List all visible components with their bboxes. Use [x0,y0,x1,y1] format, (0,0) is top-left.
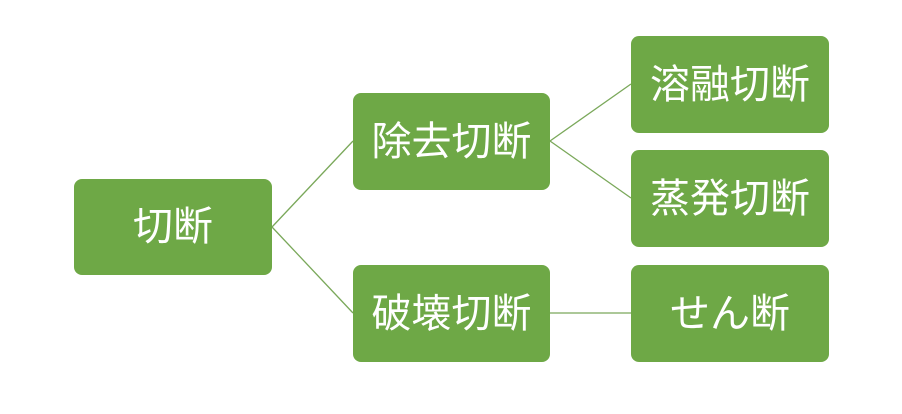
connector-removal-evaporation [549,140,632,199]
node-label: 破壊切断 [371,290,532,337]
node-destructive-cutting: 破壊切断 [353,265,550,362]
node-melting-cutting: 溶融切断 [631,36,829,133]
node-cutting: 切断 [74,179,272,275]
node-label: 蒸発切断 [650,175,810,222]
node-shearing: せん断 [631,265,829,362]
node-removal-cutting: 除去切断 [353,93,550,190]
connector-root-removal [271,140,354,228]
node-label: せん断 [670,290,790,337]
node-label: 除去切断 [371,118,532,165]
node-label: 切断 [133,204,213,250]
connector-removal-melting [549,83,632,142]
node-evaporation-cutting: 蒸発切断 [631,150,829,247]
node-label: 溶融切断 [650,61,810,108]
connector-root-destructive [271,226,354,314]
